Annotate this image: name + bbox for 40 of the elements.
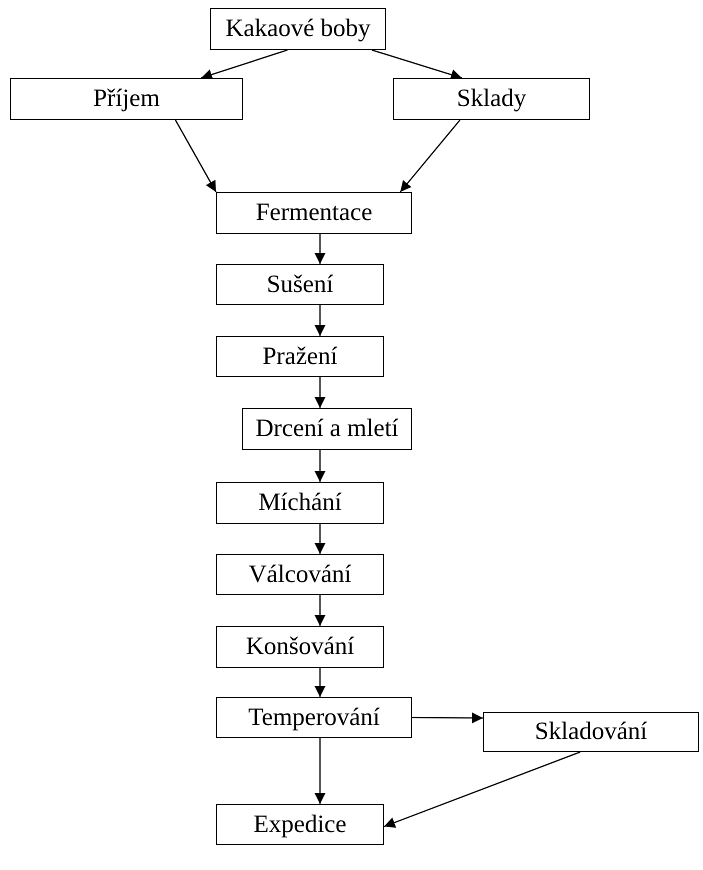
- arrow: [412, 712, 483, 724]
- step-label: Drcení a mletí: [256, 415, 398, 443]
- arrow: [314, 738, 326, 804]
- step-label: Expedice: [253, 810, 346, 838]
- step-label: Skladování: [534, 718, 648, 746]
- process-box: [216, 482, 384, 524]
- arrow: [314, 305, 326, 336]
- step-label: Konšování: [246, 633, 354, 661]
- arrow: [314, 668, 326, 697]
- process-box: [393, 78, 590, 120]
- process-box: [216, 264, 384, 305]
- process-box: [216, 554, 384, 595]
- arrow: [384, 751, 580, 828]
- step-label: Válcování: [248, 560, 352, 588]
- arrow: [372, 49, 462, 80]
- arrow: [174, 120, 217, 192]
- process-box: [216, 336, 384, 377]
- process-box: [10, 78, 243, 120]
- arrow: [314, 524, 326, 554]
- step-label: Pražení: [262, 342, 338, 370]
- step-label: Míchání: [258, 489, 342, 517]
- process-box: [483, 712, 699, 752]
- step-label: Kakaové boby: [225, 15, 371, 43]
- arrow: [400, 120, 460, 192]
- process-box: [216, 804, 384, 845]
- arrow: [314, 377, 326, 408]
- step-label: Fermentace: [256, 199, 372, 227]
- arrow: [314, 595, 326, 626]
- process-box: [216, 697, 412, 738]
- step-label: Sušení: [266, 270, 334, 298]
- process-box: [210, 8, 386, 50]
- step-label: Sklady: [456, 85, 526, 113]
- arrow: [200, 49, 288, 80]
- step-label: Příjem: [93, 85, 160, 113]
- arrow: [314, 450, 326, 482]
- step-label: Temperování: [248, 704, 380, 732]
- process-box: [216, 192, 412, 234]
- arrow: [314, 234, 326, 264]
- process-box: [216, 626, 384, 668]
- process-box: [242, 408, 412, 450]
